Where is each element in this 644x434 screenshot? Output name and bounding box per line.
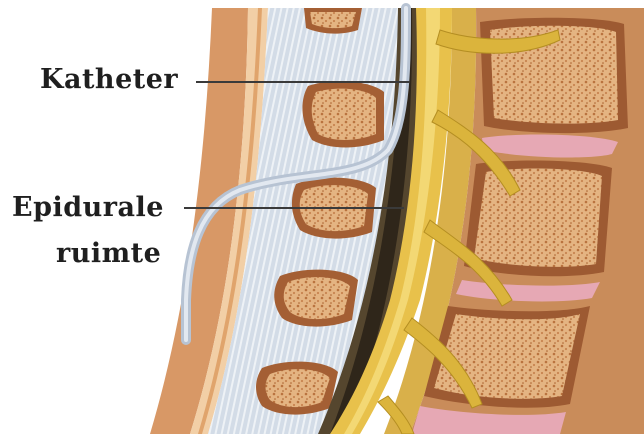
epidural-space-label-line2: ruimte <box>56 240 161 267</box>
epidural-space-label-line1: Epidurale <box>12 194 164 221</box>
catheter-label: Katheter <box>40 66 178 93</box>
